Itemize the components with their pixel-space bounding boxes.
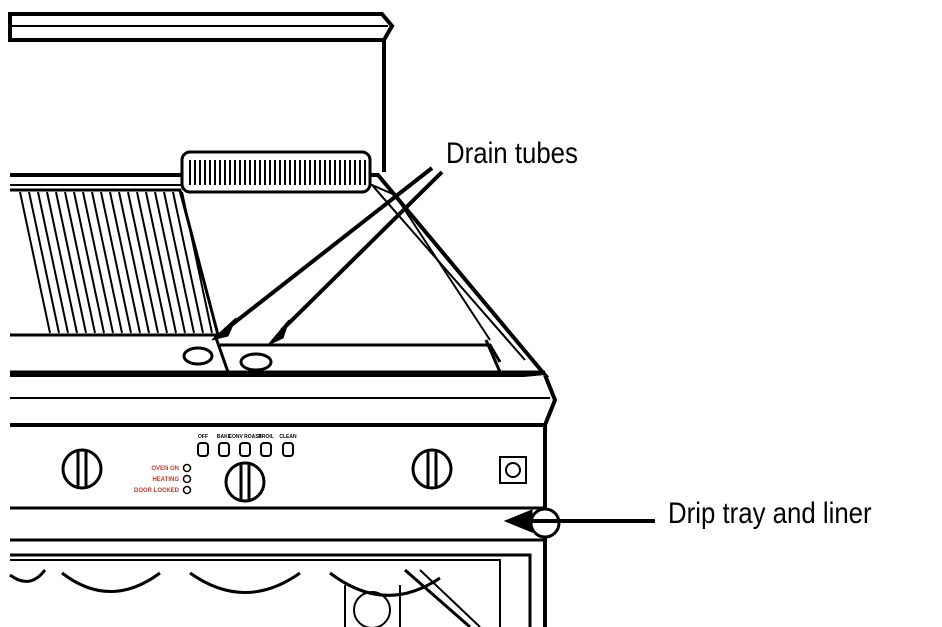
indicator-light — [182, 463, 192, 473]
griddle-rib — [19, 191, 51, 334]
griddle-rib — [28, 191, 60, 334]
griddle-rib — [46, 191, 78, 334]
griddle-rib — [172, 191, 204, 334]
griddle-rib — [100, 191, 132, 334]
selector-button — [239, 442, 251, 457]
arrows — [211, 166, 655, 533]
griddle-rib — [91, 191, 123, 334]
range-front — [10, 374, 558, 627]
selector-button-label: OFF — [198, 434, 208, 440]
griddle-rib — [64, 191, 96, 334]
indicator-label: DOOR LOCKED — [134, 488, 180, 494]
callout-drip-tray: Drip tray and liner — [668, 497, 872, 530]
griddle-rib — [136, 191, 168, 334]
oven-interior — [9, 568, 481, 627]
griddle-rib — [118, 191, 150, 334]
griddle-rib — [127, 191, 159, 334]
selector-button — [260, 442, 272, 457]
selector-button-label: CLEAN — [279, 434, 297, 440]
knob-left — [61, 448, 103, 490]
square-button — [499, 456, 527, 484]
griddle-rib — [82, 191, 114, 334]
backsplash — [8, 12, 395, 172]
cooktop — [10, 173, 550, 377]
griddle-rib — [145, 191, 177, 334]
griddle-rib — [55, 191, 87, 334]
selector-button — [282, 442, 294, 457]
selector-button-label: CONV ROAST — [228, 434, 261, 440]
indicator-light — [182, 485, 192, 495]
indicator-label: OVEN ON — [151, 466, 179, 472]
indicator-label: HEATING — [152, 477, 179, 483]
indicator-lights: OVEN ON HEATING DOOR LOCKED — [134, 463, 192, 495]
griddle-rib — [154, 191, 186, 334]
roller-cylinder — [180, 150, 372, 194]
griddle-rib — [73, 191, 105, 334]
griddle — [10, 188, 220, 337]
knob-right — [411, 448, 453, 490]
selector-button — [218, 442, 230, 457]
selector-button-label: BAKE — [217, 434, 232, 440]
drain-tube-holes — [182, 346, 273, 372]
selector-button-label: BROIL — [258, 434, 274, 440]
knob-center — [224, 461, 266, 503]
griddle-rib — [109, 191, 141, 334]
griddle-rib — [181, 191, 213, 334]
griddle-rib — [163, 191, 195, 334]
griddle-rib — [37, 191, 69, 334]
indicator-light — [182, 474, 192, 484]
callout-drain-tubes: Drain tubes — [446, 137, 578, 170]
selector-button — [197, 442, 209, 457]
